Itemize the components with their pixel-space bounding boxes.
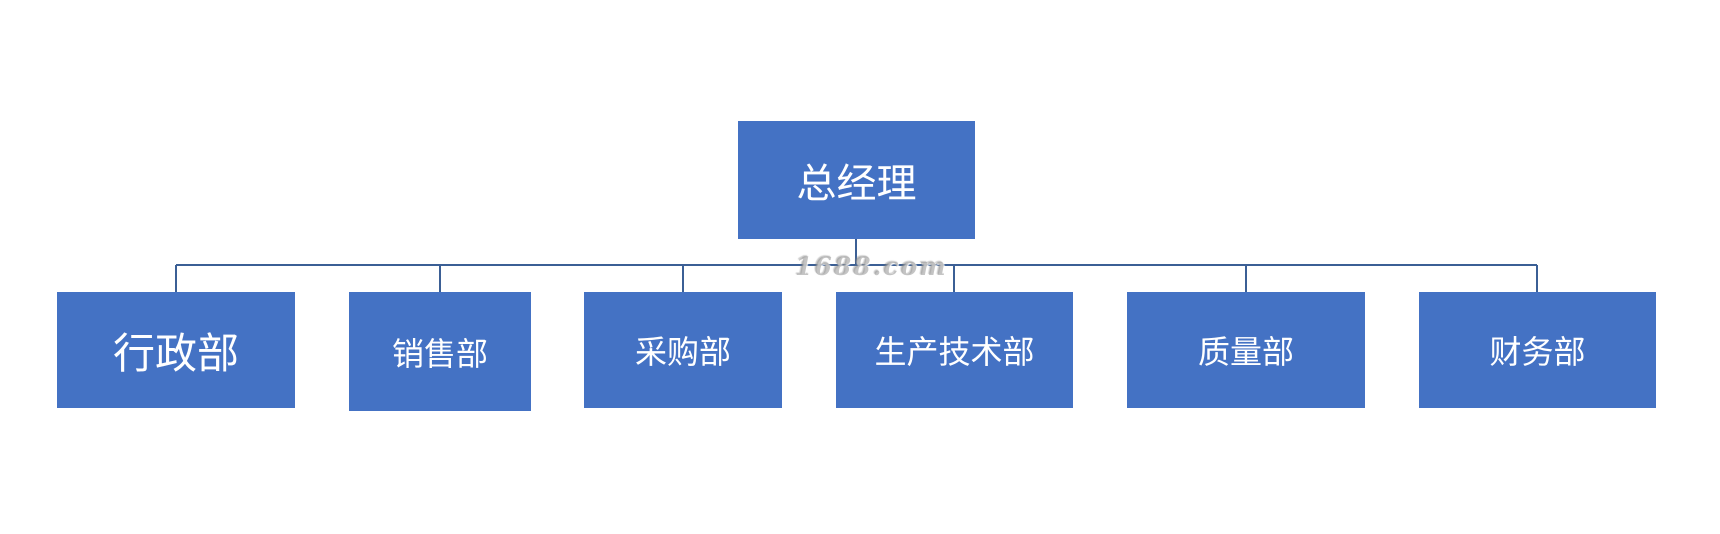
node-finance-dept[interactable]: 财务部 [1419, 292, 1656, 408]
node-sales-dept[interactable]: 销售部 [349, 292, 531, 411]
node-label: 总经理 [796, 161, 917, 207]
node-production-tech-dept[interactable]: 生产技术部 [836, 292, 1073, 408]
node-label: 采购部 [634, 333, 731, 371]
node-label: 质量部 [1197, 333, 1294, 371]
node-administration-dept[interactable]: 行政部 [57, 292, 295, 408]
node-purchasing-dept[interactable]: 采购部 [584, 292, 782, 408]
node-label: 行政部 [112, 328, 239, 378]
node-label: 销售部 [391, 334, 488, 373]
node-quality-dept[interactable]: 质量部 [1127, 292, 1365, 408]
node-general-manager[interactable]: 总经理 [738, 121, 975, 239]
watermark-text: 1688.com [795, 252, 948, 281]
node-label: 生产技术部 [874, 333, 1035, 371]
node-label: 财务部 [1489, 333, 1586, 371]
